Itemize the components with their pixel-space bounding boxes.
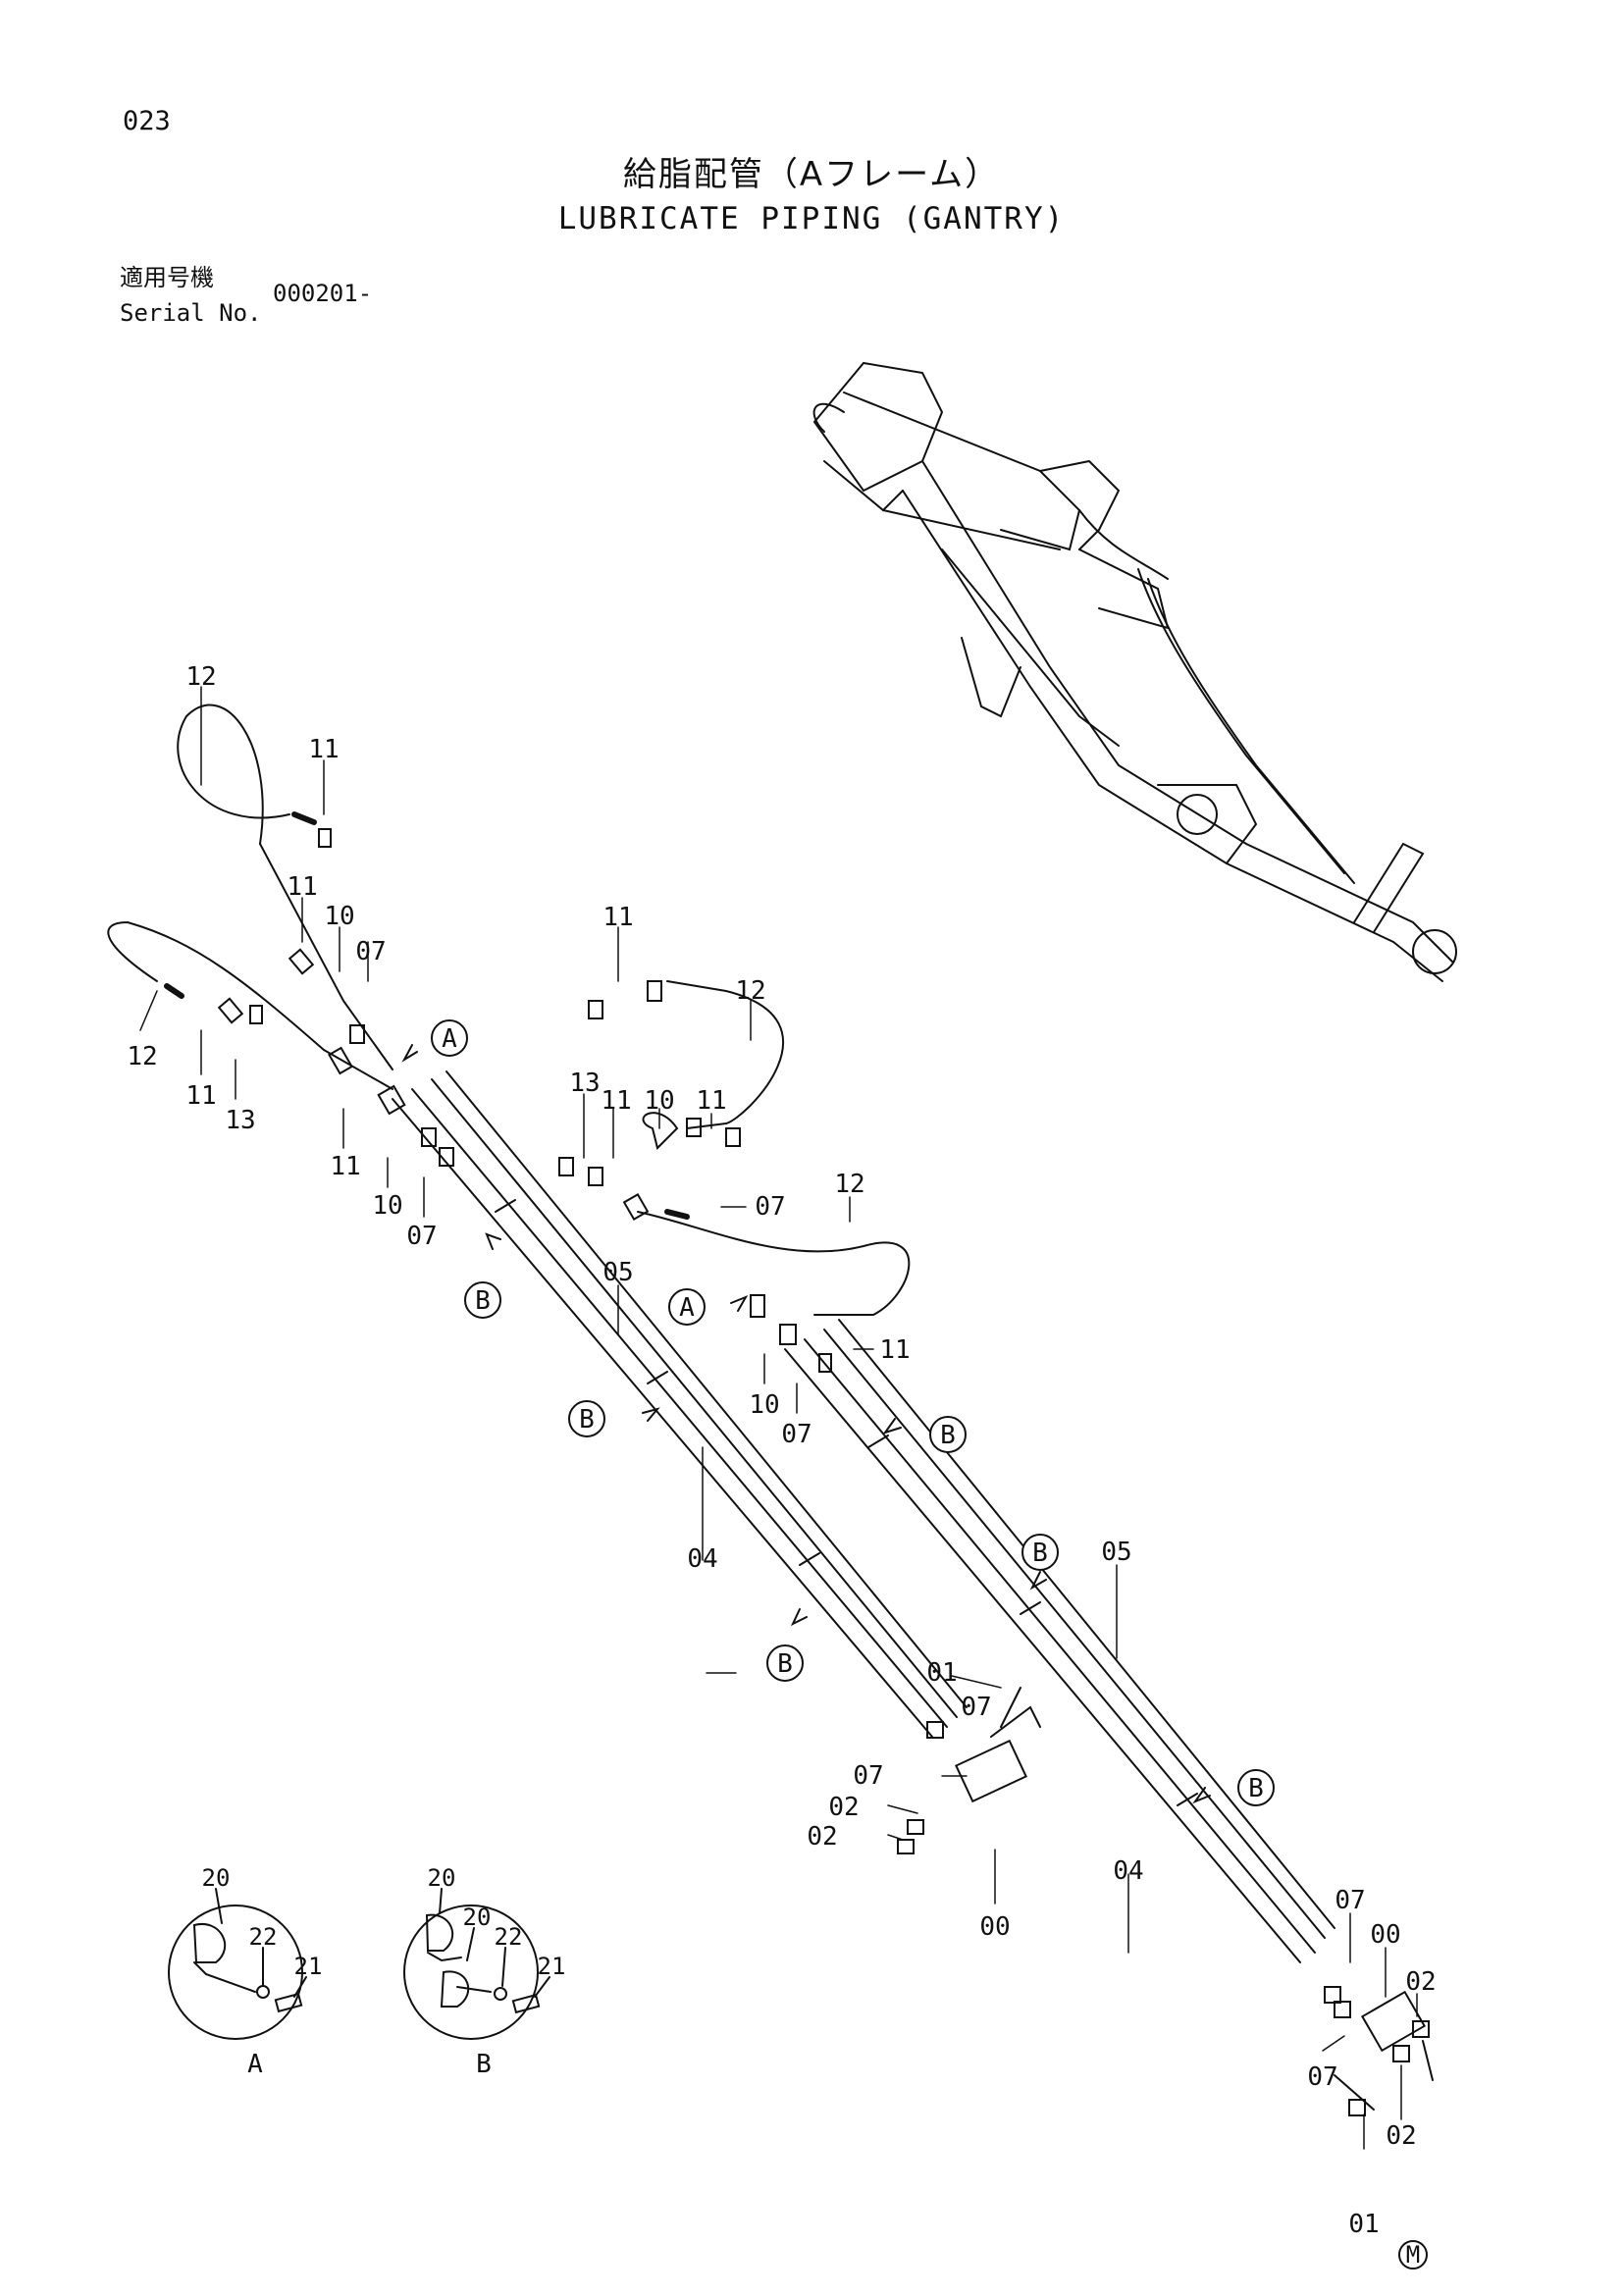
svg-text:B: B [579, 1405, 595, 1435]
marker-b-3: B [766, 1644, 804, 1682]
view-arrows [401, 1044, 1211, 1804]
callout-11: 11 [330, 1152, 360, 1181]
left-pipe-assembly [107, 704, 1041, 1854]
callout-12: 12 [834, 1170, 864, 1199]
svg-text:M: M [1406, 2241, 1420, 2269]
marker-a-left: A [431, 1019, 468, 1057]
callout-11: 11 [185, 1081, 216, 1111]
callout-07: 07 [1307, 2062, 1337, 2092]
detail-a-callout-22: 22 [249, 1923, 278, 1951]
callout-11: 11 [696, 1086, 726, 1116]
callout-07: 07 [355, 937, 386, 966]
svg-text:B: B [1248, 1774, 1264, 1803]
serial-label-english: Serial No. [120, 299, 262, 327]
callout-07: 07 [961, 1693, 991, 1722]
svg-text:A: A [442, 1024, 457, 1054]
detail-b-callout-22: 22 [495, 1923, 523, 1951]
callout-11: 11 [879, 1335, 910, 1365]
callout-07: 07 [853, 1761, 883, 1791]
callout-10: 10 [749, 1390, 779, 1420]
serial-label-japanese: 適用号機 [120, 264, 214, 291]
callout-12: 12 [127, 1042, 157, 1071]
marker-b-5: B [1021, 1534, 1059, 1571]
callout-12: 12 [185, 662, 216, 692]
serial-value: 000201- [273, 280, 373, 307]
page-title-english: LUBRICATE PIPING (GANTRY) [557, 201, 1066, 236]
marker-b-1: B [464, 1281, 501, 1319]
marker-b-4: B [929, 1416, 967, 1453]
callout-05: 05 [1101, 1538, 1131, 1567]
callout-13: 13 [225, 1106, 255, 1135]
detail-b-callout-20: 20 [463, 1904, 492, 1931]
callout-12: 12 [735, 976, 765, 1006]
marker-b-2: B [568, 1400, 605, 1437]
callout-04: 04 [687, 1544, 717, 1574]
detail-a-callout-20: 20 [202, 1864, 231, 1892]
callout-07: 07 [406, 1222, 437, 1251]
callout-02: 02 [807, 1822, 837, 1852]
circled-markers: A B B B A B B B [431, 1019, 1428, 2270]
marker-b-6: B [1237, 1769, 1275, 1806]
callout-01: 01 [1348, 2210, 1379, 2239]
part-callouts: 12 11 11 10 07 12 11 13 11 10 07 11 12 1… [127, 662, 1436, 2239]
callout-07: 07 [1335, 1886, 1365, 1915]
callout-05: 05 [602, 1258, 633, 1287]
callout-01: 01 [926, 1658, 957, 1688]
page-number: 023 [123, 106, 171, 136]
right-pipe-assembly [558, 980, 1434, 2116]
callout-11: 11 [601, 1086, 631, 1116]
callout-10: 10 [372, 1191, 402, 1221]
callout-07: 07 [755, 1192, 785, 1222]
detail-view-A [168, 1888, 307, 2040]
callout-07: 07 [781, 1420, 812, 1449]
callout-02: 02 [1386, 2121, 1416, 2151]
callout-02: 02 [828, 1793, 859, 1822]
svg-text:B: B [940, 1421, 956, 1450]
detail-b-callout-21: 21 [538, 1953, 566, 1980]
leader-lines [139, 686, 1418, 2150]
svg-text:B: B [1032, 1539, 1048, 1568]
callout-02: 02 [1405, 1967, 1436, 1997]
callout-04: 04 [1113, 1856, 1143, 1886]
callout-10: 10 [324, 902, 354, 931]
svg-text:A: A [679, 1293, 695, 1323]
callout-13: 13 [569, 1069, 600, 1098]
detail-caption-a: A [247, 2050, 263, 2079]
detail-view-B [403, 1888, 550, 2040]
svg-text:B: B [777, 1649, 793, 1679]
marker-m: M [1398, 2240, 1428, 2270]
callout-11: 11 [602, 903, 633, 932]
callout-11: 11 [308, 735, 339, 764]
marker-a-right: A [668, 1288, 706, 1326]
serial-label: 適用号機 Serial No. [120, 260, 262, 331]
page-title-japanese: 給脂配管（Aフレーム） [622, 155, 1001, 194]
callout-00: 00 [1370, 1920, 1400, 1950]
callout-10: 10 [644, 1086, 674, 1116]
detail-a-callout-21: 21 [294, 1953, 323, 1980]
callout-11: 11 [287, 872, 317, 902]
detail-caption-b: B [476, 2050, 492, 2079]
gantry-overview-sketch [812, 361, 1458, 982]
callout-00: 00 [979, 1912, 1010, 1942]
detail-b-callout-20: 20 [428, 1864, 456, 1892]
svg-text:B: B [475, 1286, 491, 1316]
